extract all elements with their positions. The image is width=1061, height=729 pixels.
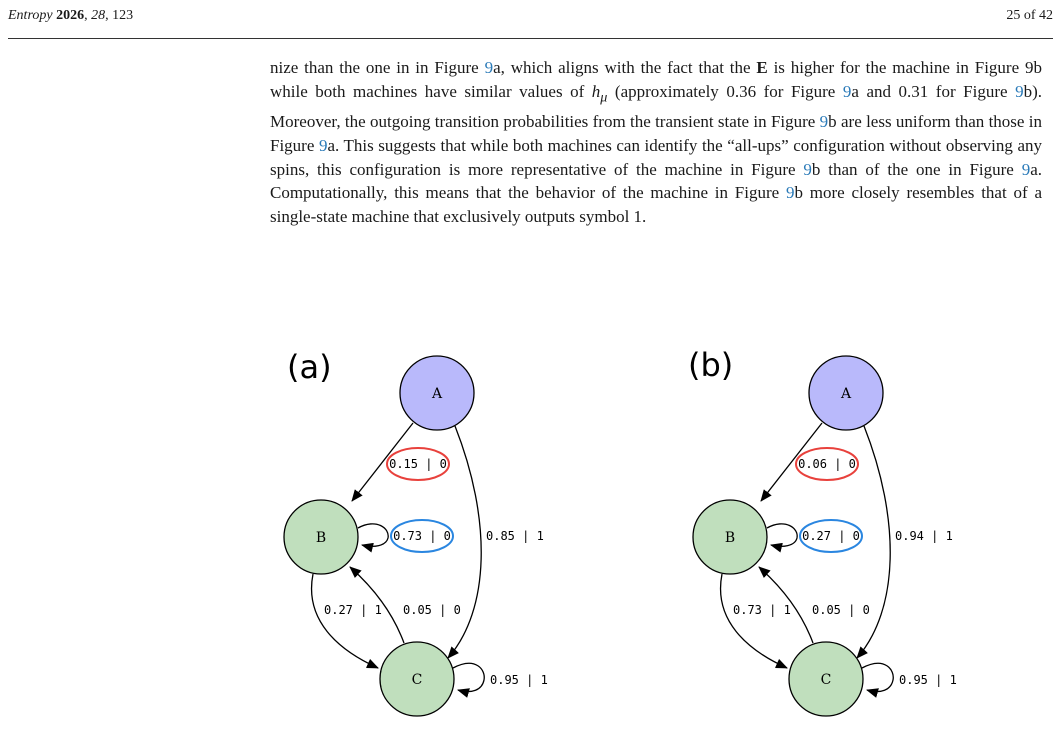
- entropy-rate-symbol: h: [591, 81, 601, 101]
- state-node-a: [808, 355, 884, 431]
- highlight-ring-blue: [390, 519, 454, 553]
- excess-entropy-symbol: E: [756, 58, 768, 77]
- entropy-rate-subscript: μ: [600, 89, 608, 106]
- text-segment: b more closely resembles that of a singl…: [270, 183, 1042, 227]
- article-number: 123: [112, 8, 134, 23]
- journal-volume: 28: [91, 8, 106, 23]
- edge-label-b-to-c: 0.73 | 1: [733, 603, 791, 617]
- state-label-a: A: [840, 386, 852, 402]
- figure-ref-link[interactable]: 9: [803, 159, 812, 179]
- edge-a-to-b: [351, 422, 414, 502]
- text-segment: b than of the one in Figure: [811, 159, 1022, 179]
- edge-b-self-loop: [766, 523, 798, 553]
- state-label-b: B: [725, 530, 735, 546]
- figure-ref-link[interactable]: 9: [1021, 159, 1031, 179]
- panel-label: (a): [287, 348, 332, 386]
- edge-label-c-to-b: 0.05 | 0: [403, 603, 461, 617]
- edge-label-c-self: 0.95 | 1: [899, 673, 957, 687]
- state-node-b: [692, 499, 768, 575]
- journal-citation: Entropy 2026, 28, 123: [8, 8, 134, 23]
- page-header: Entropy 2026, 28, 123 25 of 42: [8, 0, 1053, 39]
- text-segment: a. This suggests that while both machine…: [270, 135, 1042, 179]
- edge-label-c-to-b: 0.05 | 0: [812, 603, 870, 617]
- state-node-b: [283, 499, 359, 575]
- figure-ref-link[interactable]: 9: [819, 111, 829, 131]
- edge-label-a-to-c: 0.85 | 1: [486, 529, 544, 543]
- figure-ref-link[interactable]: 9: [842, 81, 852, 101]
- text-segment: is higher for the machine in Figure 9b w…: [270, 58, 1042, 101]
- highlight-ring-red: [795, 447, 859, 481]
- panel-label: (b): [688, 346, 733, 384]
- edge-c-self-loop: [452, 662, 485, 698]
- text-segment: b). Moreover, the outgoing transition pr…: [270, 81, 1042, 131]
- state-node-c: [788, 641, 864, 717]
- state-label-b: B: [316, 530, 326, 546]
- edge-a-to-b: [760, 422, 823, 502]
- state-label-c: C: [412, 672, 423, 688]
- text-segment: a, which aligns with the fact that the: [493, 58, 757, 77]
- page-number: 25 of 42: [1006, 8, 1053, 23]
- edge-a-to-c: [856, 425, 891, 659]
- edge-b-to-c: [719, 573, 788, 669]
- text-segment: a and 0.31 for Figure: [851, 81, 1016, 101]
- edge-label-b-self: 0.73 | 0: [393, 529, 451, 543]
- journal-year: 2026: [56, 8, 85, 23]
- edge-label-b-self: 0.27 | 0: [802, 529, 860, 543]
- edge-label-b-to-c: 0.27 | 1: [324, 603, 382, 617]
- text-segment: a. Computationally, this means that the …: [270, 159, 1042, 203]
- edge-label-c-self: 0.95 | 1: [490, 673, 548, 687]
- edge-b-to-c: [310, 573, 379, 669]
- paragraph: nize than the one in in Figure 9a, which…: [270, 56, 1042, 229]
- panel-a: (a) A B C 0.15 | 0 0.73 | 0 0.85 | 1 0.2…: [283, 348, 548, 717]
- edge-c-self-loop: [861, 662, 894, 698]
- edge-label-a-to-c: 0.94 | 1: [895, 529, 953, 543]
- text-segment: nize than the one in in Figure: [270, 58, 485, 77]
- edge-b-self-loop: [357, 523, 389, 553]
- state-machine-diagrams: (a) A B C 0.15 | 0 0.73 | 0 0.85 | 1 0.2…: [283, 346, 957, 717]
- edge-label-a-to-b: 0.06 | 0: [798, 457, 856, 471]
- body-paragraph: nize than the one in in Figure 9a, which…: [270, 56, 1042, 229]
- highlight-ring-red: [386, 447, 450, 481]
- state-label-a: A: [431, 386, 443, 402]
- figure-ref-link[interactable]: 9: [785, 183, 795, 203]
- edge-c-to-b: [758, 566, 814, 644]
- figure-ref-link[interactable]: 9: [318, 135, 328, 155]
- state-label-c: C: [821, 672, 832, 688]
- edge-a-to-c: [447, 425, 482, 659]
- panel-b: (b) A B C 0.06 | 0 0.27 | 0 0.94 | 1 0.7…: [688, 346, 957, 717]
- state-node-c: [379, 641, 455, 717]
- highlight-ring-blue: [799, 519, 863, 553]
- figure-9: (a) A B C 0.15 | 0 0.73 | 0 0.85 | 1 0.2…: [0, 340, 1061, 729]
- figure-ref-link[interactable]: 9: [484, 58, 494, 77]
- journal-name: Entropy: [8, 8, 53, 23]
- edge-c-to-b: [349, 566, 405, 644]
- edge-label-a-to-b: 0.15 | 0: [389, 457, 447, 471]
- text-segment: b are less uniform than those in Figure: [270, 111, 1042, 155]
- figure-ref-link[interactable]: 9: [1015, 81, 1024, 101]
- text-segment: (approximately 0.36 for Figure: [607, 81, 843, 101]
- state-node-a: [399, 355, 475, 431]
